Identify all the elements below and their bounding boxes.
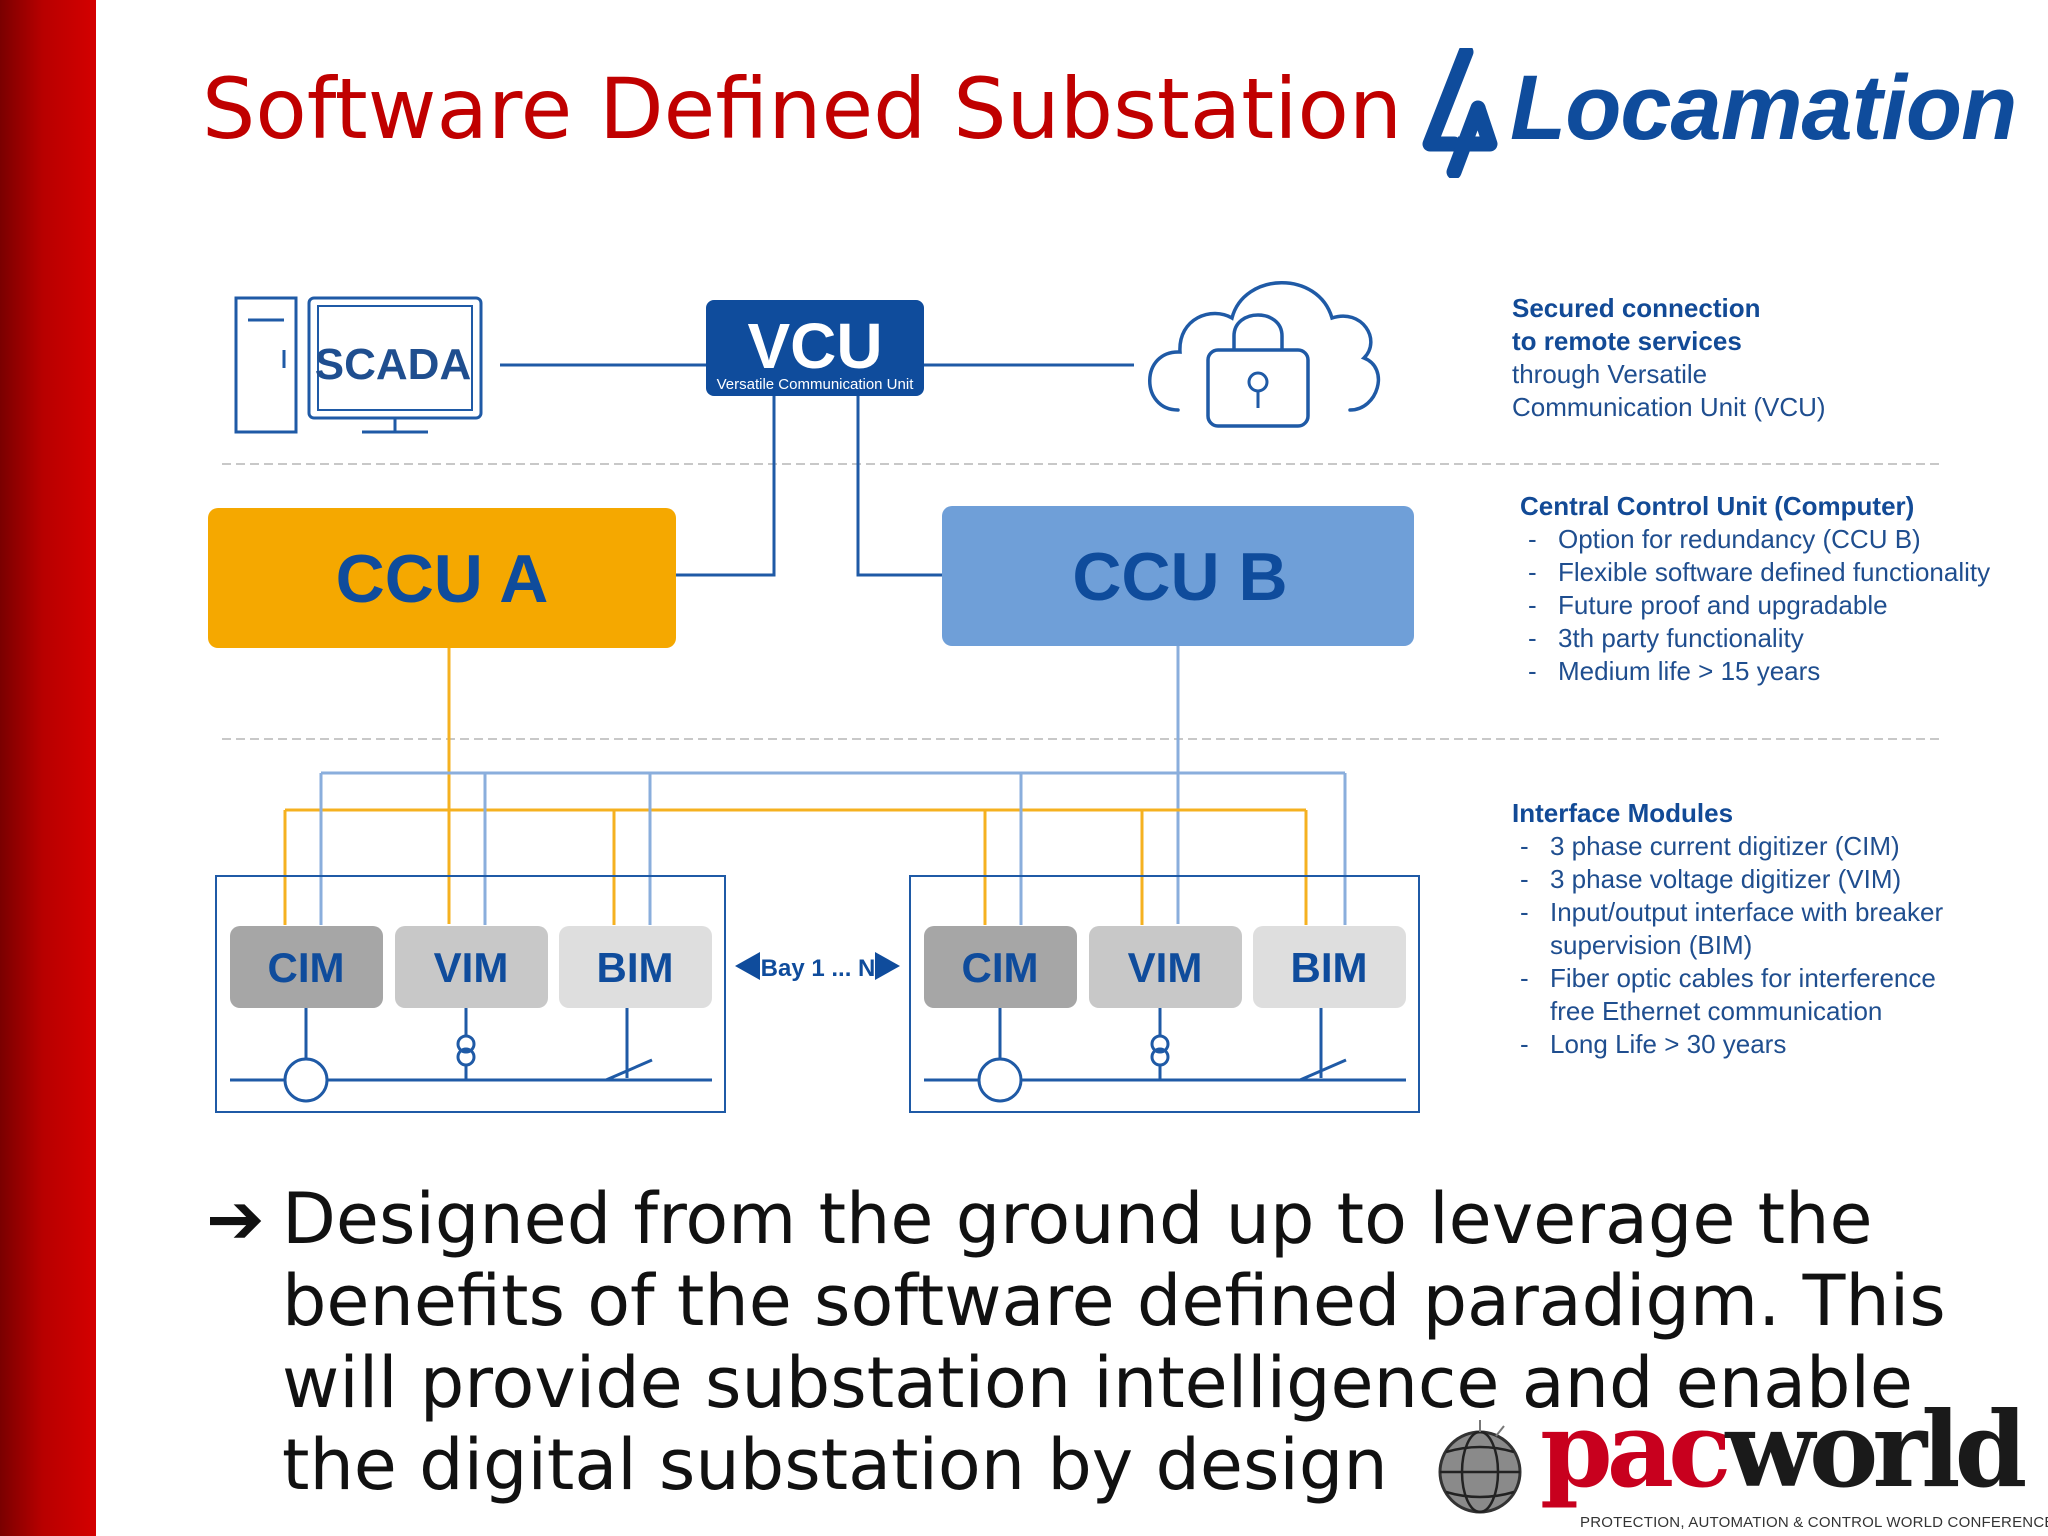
pacworld-subtitle: PROTECTION, AUTOMATION & CONTROL WORLD C…: [1580, 1514, 2048, 1531]
list-item: 3th party functionality: [1520, 622, 2040, 655]
cloud-lock-icon: [1148, 281, 1381, 428]
pacworld-logo-text: pacworld: [1540, 1398, 2027, 1502]
vcu-sublabel: Versatile Communication Unit: [717, 376, 915, 393]
remote-note-line-4: Communication Unit (VCU): [1512, 392, 1826, 422]
slide-title: Software Defined Substation: [202, 60, 1403, 158]
ccu-b-label: CCU B: [1072, 539, 1287, 615]
left-accent-bar: [0, 0, 96, 1536]
arrow-left-icon: [735, 952, 760, 980]
bay-2-frame: [909, 875, 1420, 1113]
list-item: Fiber optic cables for interference free…: [1512, 962, 1952, 1028]
remote-note-line-3: through Versatile: [1512, 359, 1708, 389]
bay-1-frame: [215, 875, 726, 1113]
bim-module: [1253, 926, 1406, 1008]
ccu-a-box: [208, 508, 676, 648]
pacworld-logo-part-2: world: [1725, 1388, 2027, 1511]
locamation-logo-icon: [1422, 48, 1498, 178]
vcu-label: VCU: [747, 310, 882, 382]
interface-modules-note: Interface Modules 3 phase current digiti…: [1512, 797, 1952, 1061]
remote-services-note: Secured connection to remote services th…: [1512, 292, 1826, 424]
bay-range-label: Bay 1 ... N: [761, 955, 876, 982]
bay-1-schematic: [230, 1008, 712, 1103]
module-label: BIM: [1291, 944, 1368, 991]
ccu-b-box: [942, 506, 1414, 646]
conclusion-text: Designed from the ground up to leverage …: [282, 1178, 1946, 1506]
vim-module: [1089, 926, 1242, 1008]
cim-module: [230, 926, 383, 1008]
list-item: 3 phase voltage digitizer (VIM): [1512, 863, 1952, 896]
arrow-right-icon: ➔: [206, 1178, 265, 1260]
ccu-a-label: CCU A: [336, 541, 549, 617]
ccu-note-list: Option for redundancy (CCU B) Flexible s…: [1520, 523, 2040, 688]
arrow-right-icon: [875, 952, 900, 980]
module-label: CIM: [268, 944, 345, 991]
vcu-ccu-a-link: [676, 396, 776, 577]
list-item: Long Life > 30 years: [1512, 1028, 1952, 1061]
breaker-switch-icon: [1299, 1058, 1347, 1082]
voltage-transformer-icon: [1150, 1034, 1170, 1054]
ccu-note: Central Control Unit (Computer) Option f…: [1520, 490, 2040, 688]
current-transformer-icon: [283, 1057, 329, 1103]
vim-module: [395, 926, 548, 1008]
scada-label: SCADA: [315, 340, 471, 389]
globe-icon: [1438, 1420, 1522, 1514]
cim-module: [924, 926, 1077, 1008]
vcu-ccu-b-link: [856, 396, 944, 577]
pacworld-logo-part-1: pac: [1540, 1388, 1731, 1511]
bay-2-schematic: [924, 1008, 1406, 1103]
modules-note-head: Interface Modules: [1512, 798, 1734, 828]
vcu-box: [706, 300, 924, 396]
ccu-note-head: Central Control Unit (Computer): [1520, 491, 1915, 521]
module-label: CIM: [962, 944, 1039, 991]
list-item: 3 phase current digitizer (CIM): [1512, 830, 1952, 863]
locamation-logo-text: Locamation: [1510, 57, 2017, 159]
breaker-switch-icon: [605, 1058, 653, 1082]
remote-note-head-1: Secured connection: [1512, 293, 1761, 323]
modules-note-list: 3 phase current digitizer (CIM) 3 phase …: [1512, 830, 1952, 1061]
list-item: Future proof and upgradable: [1520, 589, 2040, 622]
substation-diagram: SCADA VCU Versatile Communication Unit C…: [208, 281, 1942, 1113]
list-item: Option for redundancy (CCU B): [1520, 523, 2040, 556]
module-label: BIM: [597, 944, 674, 991]
list-item: Flexible software defined functionality: [1520, 556, 2040, 589]
list-item: Medium life > 15 years: [1520, 655, 2040, 688]
module-label: VIM: [434, 944, 509, 991]
remote-note-head-2: to remote services: [1512, 326, 1742, 356]
conclusion-statement: ➔ Designed from the ground up to leverag…: [206, 1178, 1966, 1506]
list-item: Input/output interface with breaker supe…: [1512, 896, 1952, 962]
module-label: VIM: [1128, 944, 1203, 991]
bim-module: [559, 926, 712, 1008]
scada-computer-icon: [234, 296, 483, 434]
current-transformer-icon: [977, 1057, 1023, 1103]
voltage-transformer-icon: [456, 1034, 476, 1054]
